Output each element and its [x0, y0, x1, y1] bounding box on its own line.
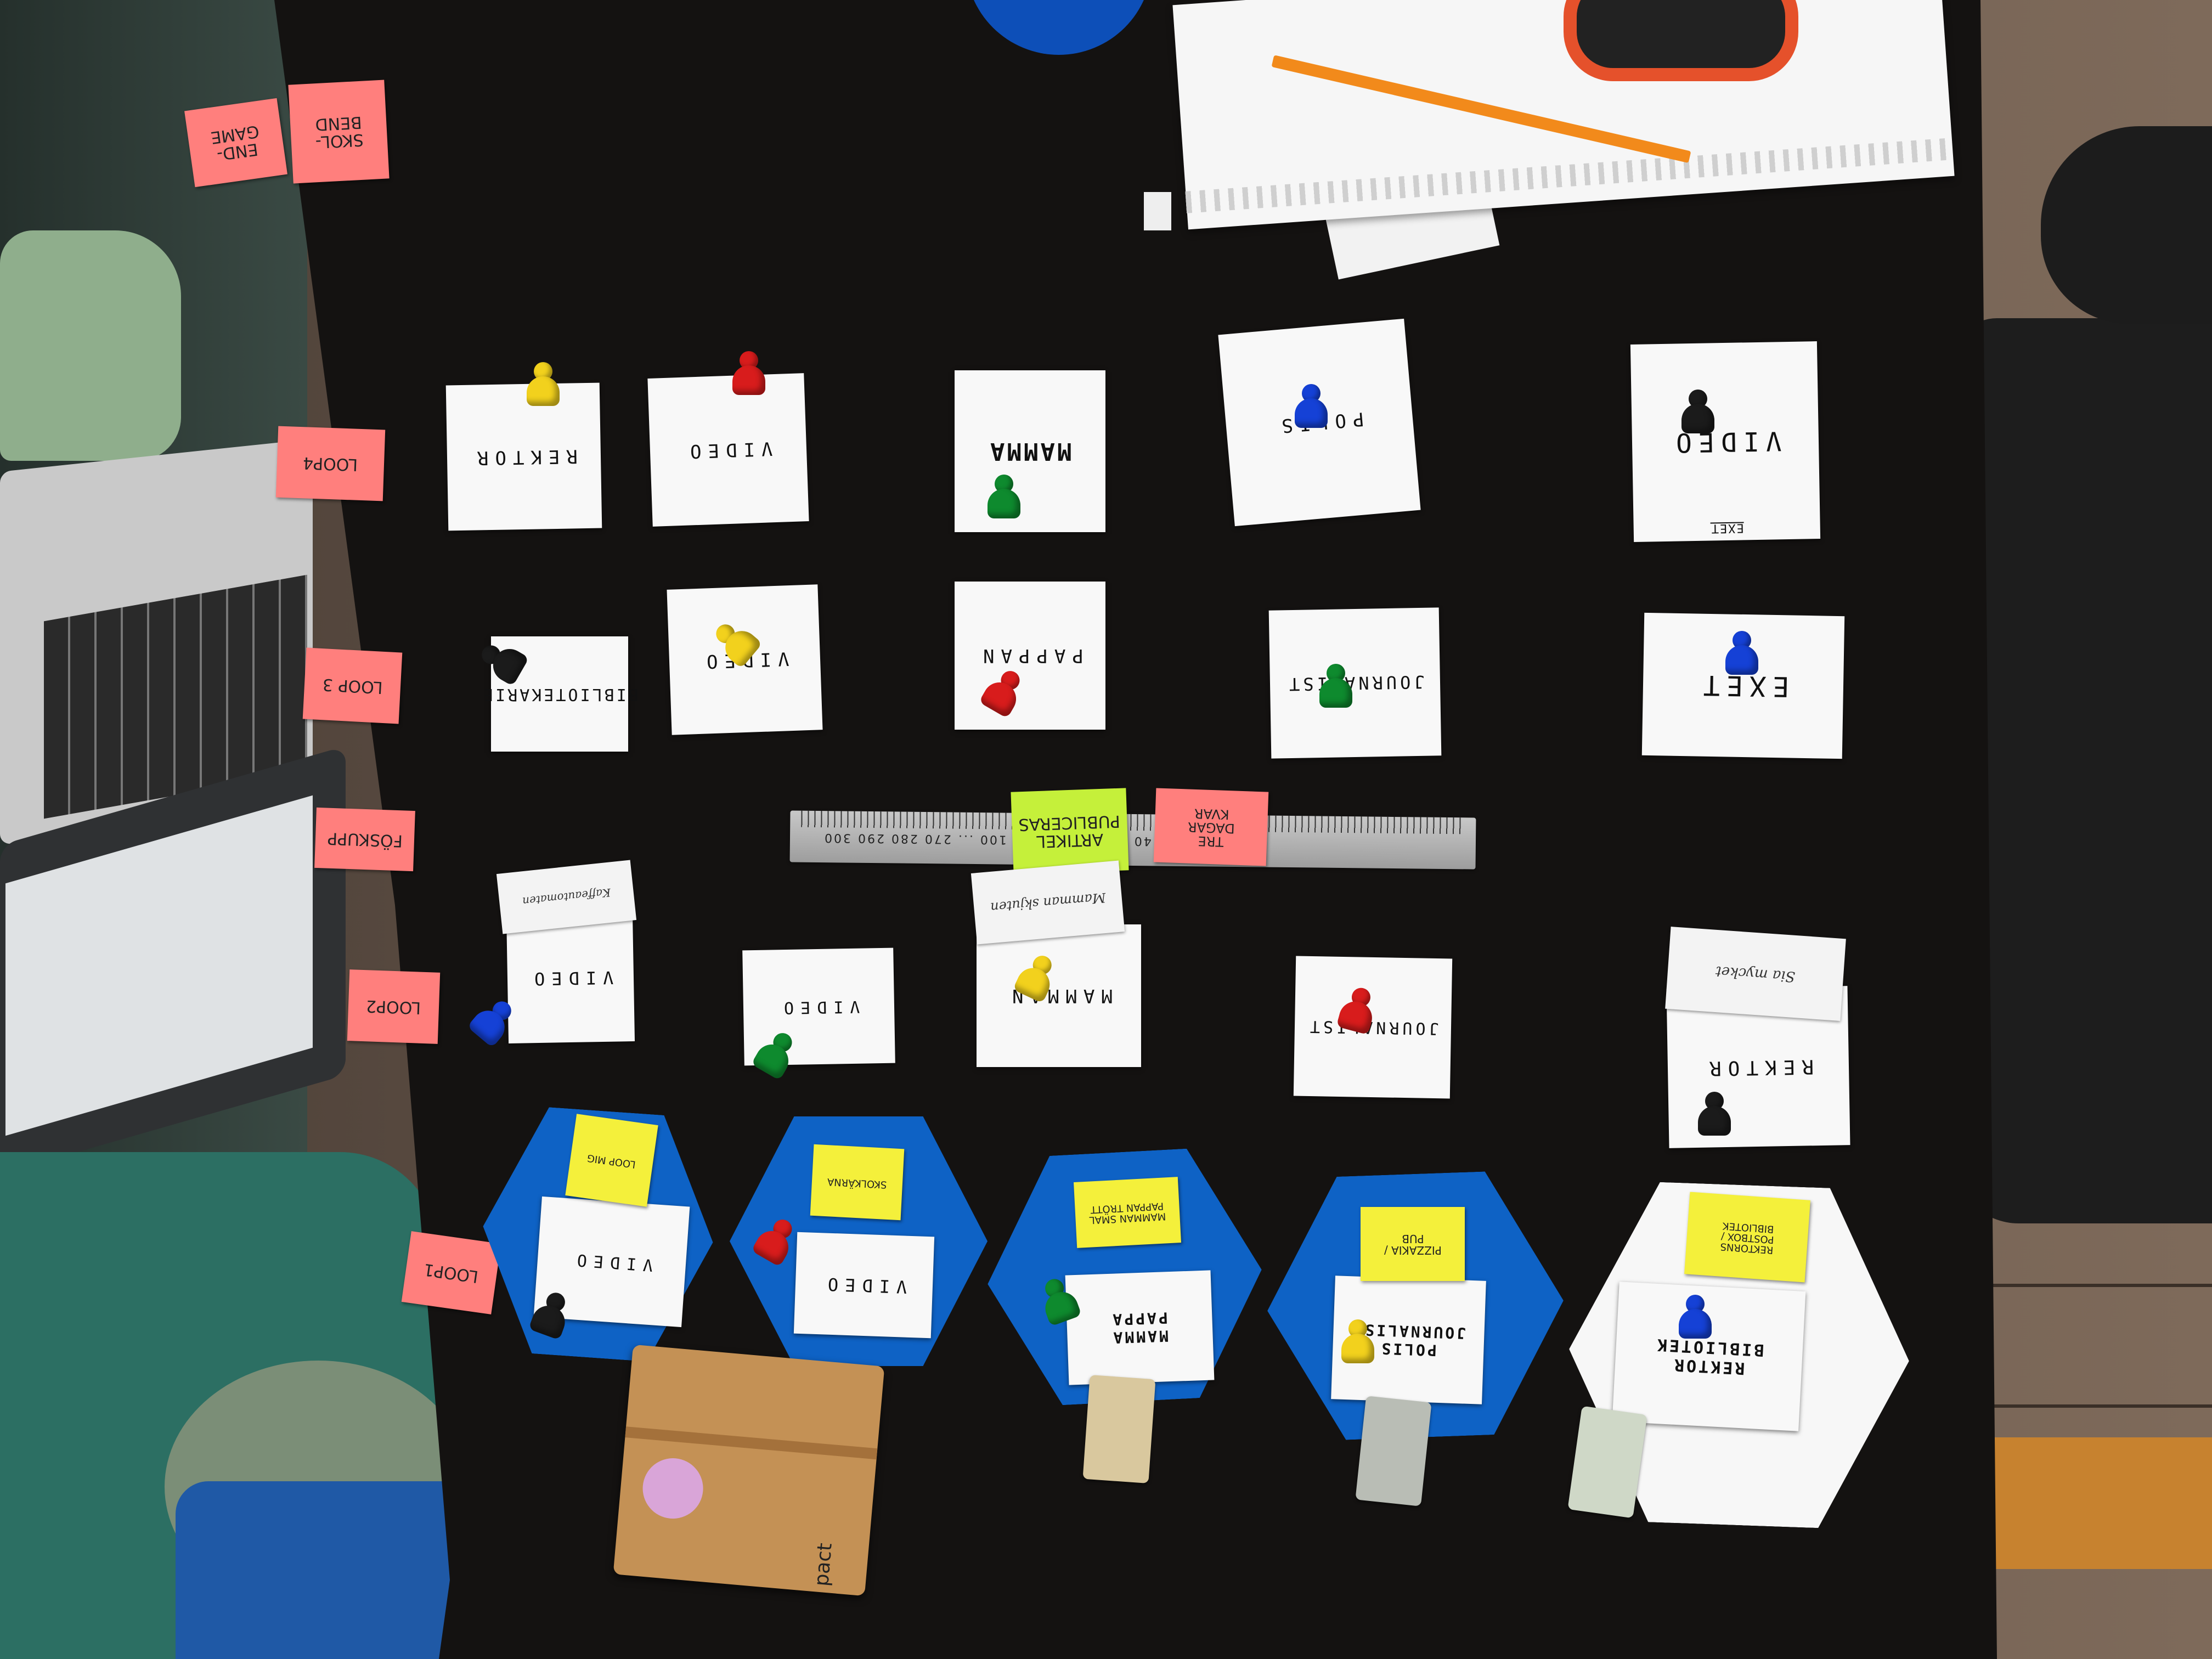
loop3-card-3: PAPPAN	[955, 582, 1105, 730]
loop1-note-4: PIZZAKIA / PUB	[1361, 1207, 1465, 1281]
loop2-card-1: VIDEO	[506, 912, 635, 1043]
person-foot	[2041, 126, 2212, 324]
floor-plank	[1865, 1284, 2212, 1287]
yellow-pawn[interactable]	[527, 362, 560, 406]
leather-journal: pact	[613, 1344, 885, 1596]
journal-band	[625, 1426, 878, 1460]
loop1-note-1: LOOP MIG	[565, 1114, 658, 1207]
miniature-figure	[1355, 1396, 1432, 1506]
tre-dagar-note: TRE DAGAR KVAR	[1153, 788, 1269, 866]
skol-bend-note: SKOL- BEND	[288, 80, 390, 184]
red-pawn[interactable]	[732, 351, 765, 395]
journal-sticker	[640, 1455, 706, 1521]
office-chair	[1953, 318, 2212, 1223]
floor-plank	[1865, 1404, 2212, 1408]
loop1-note: LOOP1	[401, 1231, 501, 1314]
blue-pawn[interactable]	[1295, 384, 1328, 428]
loop2-note: LOOP2	[347, 969, 441, 1044]
paper-clip	[1144, 192, 1171, 230]
green-pawn[interactable]	[988, 475, 1020, 518]
scissors	[1564, 0, 1798, 81]
foskupp-note: FÖSKUPP	[314, 807, 415, 872]
loop4-note: LOOP4	[275, 426, 386, 501]
green-pawn[interactable]	[1319, 664, 1352, 708]
yellow-pawn[interactable]	[1341, 1319, 1374, 1363]
loop3-card-4: JOURNALIST	[1268, 607, 1442, 759]
loop2-scrap-2: Mamman skjuten	[970, 860, 1125, 945]
loop4-card-1: REKTOR	[445, 382, 602, 531]
loop1-card-3: MAMMA PAPPA	[1065, 1270, 1215, 1385]
black-pawn[interactable]	[1698, 1092, 1731, 1136]
black-pawn[interactable]	[1681, 390, 1714, 433]
journal-brand: pact	[810, 1542, 837, 1588]
blue-pawn[interactable]	[1725, 631, 1758, 675]
end-game-note: END- GAME	[184, 98, 287, 188]
blue-pawn[interactable]	[1679, 1295, 1712, 1339]
loop4-card-3: MAMMA	[955, 370, 1105, 532]
loop1-note-2: SKOLKÄRNA	[810, 1144, 905, 1221]
green-sweater	[0, 230, 181, 461]
miniature-figure	[1082, 1375, 1156, 1483]
loop1-note-5: REKTORNS POSTBOX / BIBLIOTEK	[1684, 1192, 1810, 1283]
loop4-card-2: VIDEO	[647, 373, 809, 527]
loop2-card-4: JOURNALIST	[1293, 956, 1453, 1099]
loop2-card-3: MAMMAN	[977, 924, 1141, 1067]
loop3-note: LOOP 3	[302, 647, 403, 724]
loop2-scrap-3: Sia mycket	[1665, 927, 1846, 1021]
loop1-card-2: VIDEO	[793, 1232, 935, 1339]
steel-ruler: 10 20 30 40 50 60 70 80 90 100 ... 270 2…	[789, 810, 1476, 870]
loop1-note-3: MAMMAN SMAL PAPPAN TRÖTT	[1073, 1177, 1182, 1248]
